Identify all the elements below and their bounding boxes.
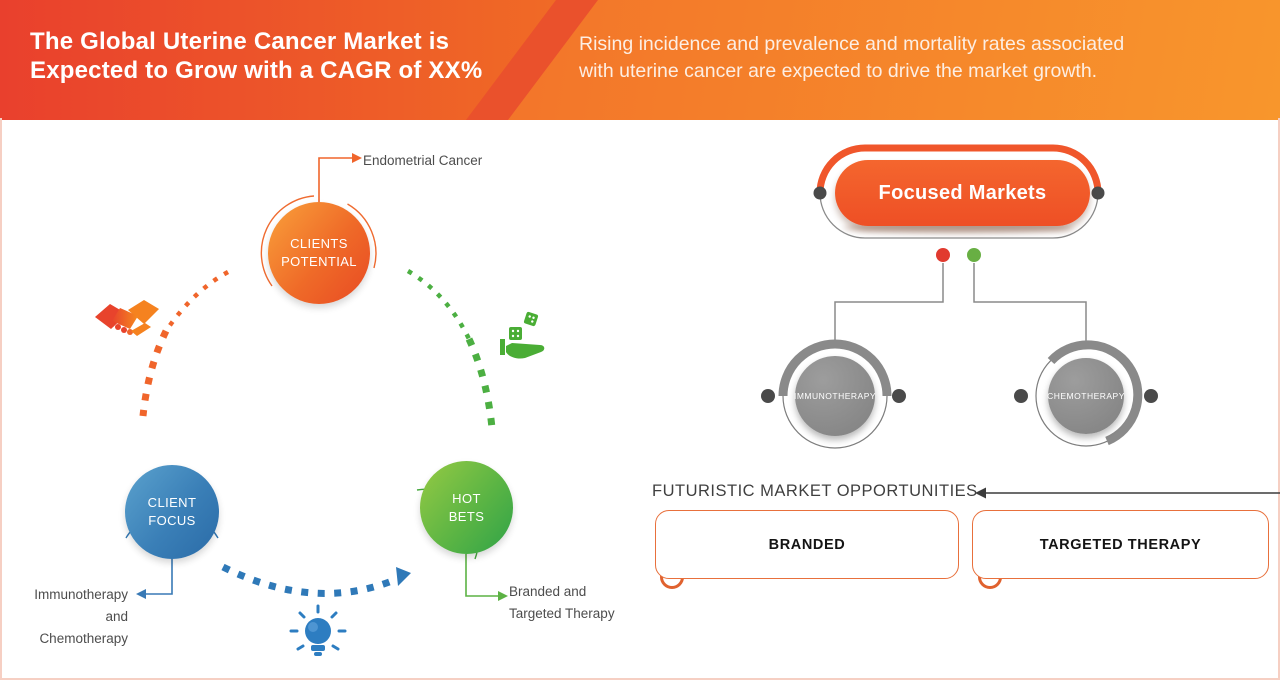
header-right-gradient xyxy=(508,0,1280,120)
focused-markets-label: Focused Markets xyxy=(878,181,1047,204)
immuno-dot-right xyxy=(892,389,906,403)
branded-targeted-connector xyxy=(465,554,508,601)
clients-potential-circle: CLIENTS POTENTIAL xyxy=(268,202,370,304)
header-banner: The Global Uterine Cancer Market is Expe… xyxy=(0,0,1280,120)
branded-label: BRANDED xyxy=(768,536,846,553)
focused-markets-pill: Focused Markets xyxy=(835,160,1090,226)
header-left-gradient xyxy=(0,0,575,120)
immunotherapy-circle: IMMUNOTHERAPY xyxy=(793,356,877,436)
lightbulb-icon xyxy=(289,604,347,656)
targeted-therapy-box: TARGETED THERAPY xyxy=(972,510,1269,579)
hot-bets-circle: HOT BETS xyxy=(420,461,513,554)
targeted-therapy-label: TARGETED THERAPY xyxy=(1039,536,1202,553)
clients-ring xyxy=(260,195,377,287)
cycle-arc-blue xyxy=(221,563,411,597)
cycle-arc-green xyxy=(406,269,496,429)
client-focus-label: CLIENT FOCUS xyxy=(147,495,197,528)
clients-potential-label: CLIENTS POTENTIAL xyxy=(281,236,357,269)
page-subtitle: Rising incidence and prevalence and mort… xyxy=(579,33,1125,82)
opportunities-heading: FUTURISTIC MARKET OPPORTUNITIES xyxy=(652,482,978,500)
ring-dot-left xyxy=(813,186,827,200)
chemo-dot-right xyxy=(1144,389,1158,403)
immunotherapy-chemotherapy-label: Immunotherapy and Chemotherapy xyxy=(34,587,128,646)
immunotherapy-ring xyxy=(778,339,892,449)
branded-targeted-label: Branded and Targeted Therapy xyxy=(509,584,615,621)
immunotherapy-label: IMMUNOTHERAPY xyxy=(793,391,877,401)
branded-box: BRANDED xyxy=(655,510,959,579)
opportunities-arrow xyxy=(975,487,1280,499)
chemotherapy-ring xyxy=(1035,340,1143,447)
dice-hand-icon xyxy=(500,311,545,359)
page-title: The Global Uterine Cancer Market is Expe… xyxy=(30,28,483,84)
immuno-dot-left xyxy=(761,389,775,403)
chemo-dot-left xyxy=(1014,389,1028,403)
client-focus-circle: CLIENT FOCUS xyxy=(125,465,219,559)
focused-markets-ring xyxy=(816,144,1102,239)
chemotherapy-circle: CHEMOTHERAPY xyxy=(1047,358,1125,434)
handshake-icon xyxy=(95,300,159,336)
hot-bets-label: HOT BETS xyxy=(448,490,485,524)
branch-dot-red xyxy=(936,248,950,262)
immuno-chemo-connector xyxy=(136,559,173,599)
ring-dot-right xyxy=(1091,186,1105,200)
endometrial-cancer-label: Endometrial Cancer xyxy=(363,153,483,168)
branch-dot-green xyxy=(967,248,981,262)
cycle-arc-orange xyxy=(139,270,230,417)
endometrial-connector xyxy=(318,153,362,202)
tree-branch-lines xyxy=(834,263,1087,344)
chemotherapy-label: CHEMOTHERAPY xyxy=(1047,391,1125,401)
